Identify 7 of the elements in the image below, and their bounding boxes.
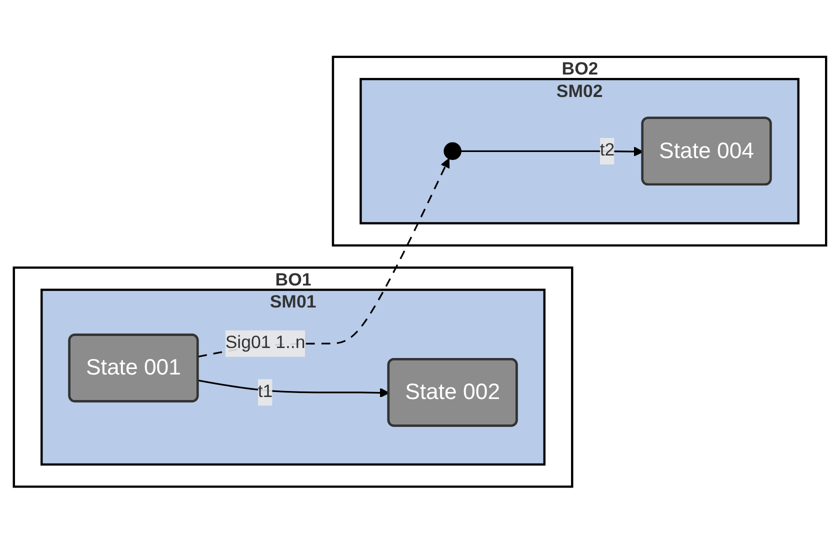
arrow [198, 158, 450, 358]
arrow [198, 380, 390, 398]
arrow [460, 146, 644, 157]
edge-label: t2 [600, 141, 615, 160]
node-circle [444, 142, 462, 160]
edge-label: Sig01 1..n [225, 334, 306, 353]
edge-label: t1 [258, 382, 273, 402]
